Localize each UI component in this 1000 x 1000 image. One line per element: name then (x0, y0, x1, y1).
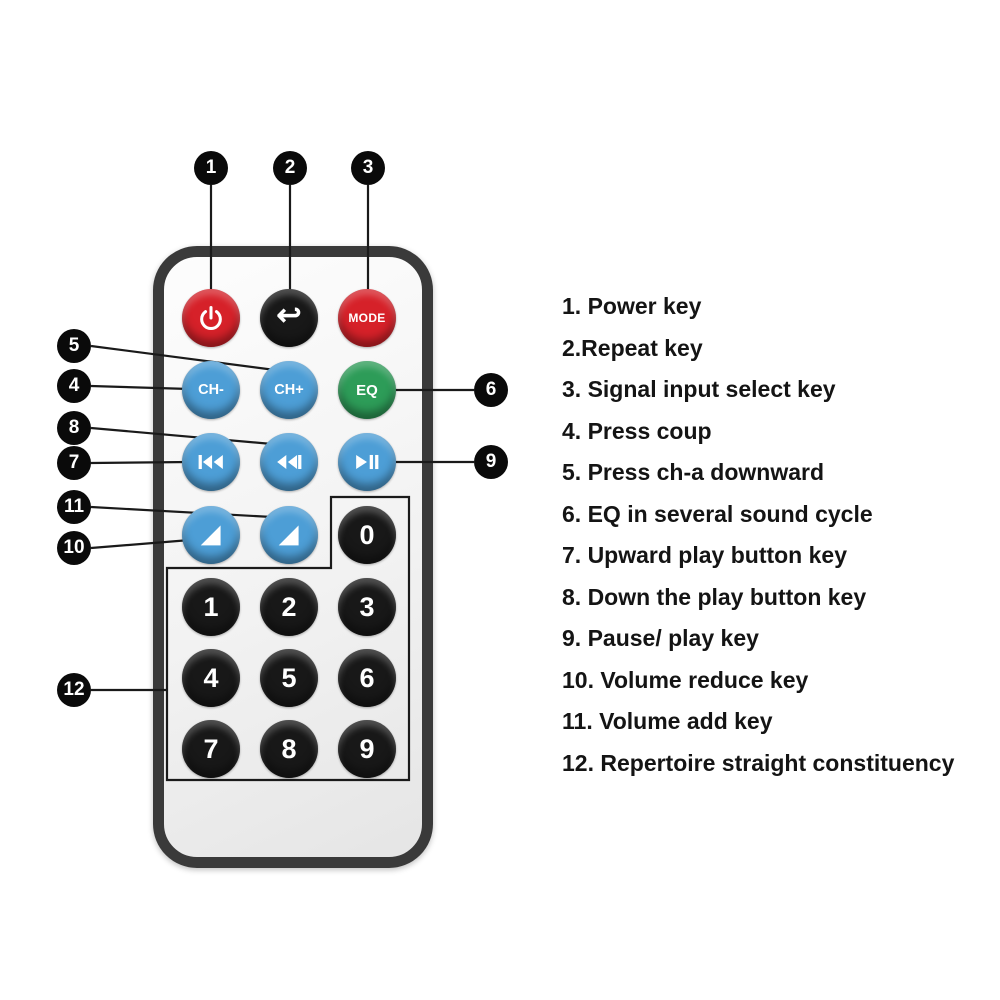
repeat-button[interactable]: ↩ (260, 289, 318, 347)
digit-1-label: 1 (203, 591, 219, 622)
digit-6-label: 6 (359, 662, 375, 693)
mode-button-label: MODE (348, 311, 386, 325)
legend-item-8: 8. Down the play button key (562, 583, 867, 610)
legend-item-7: 7. Upward play button key (562, 542, 847, 568)
channel-plus-button[interactable]: CH+ (260, 361, 318, 419)
legend-item-11: 11. Volume add key (562, 708, 773, 734)
eq-button[interactable]: EQ (338, 361, 396, 419)
digit-9-label: 9 (359, 733, 375, 764)
volume-up-icon: ◢ (279, 521, 299, 548)
callout-5: 5 (57, 329, 91, 363)
previous-track-button[interactable] (182, 433, 240, 491)
legend-item-1: 1. Power key (562, 293, 702, 319)
digit-9-button[interactable]: 9 (338, 720, 396, 778)
callout-10: 10 (57, 531, 91, 565)
digit-2-label: 2 (281, 591, 297, 622)
next-track-button[interactable] (260, 433, 318, 491)
digit-4-label: 4 (203, 662, 219, 693)
channel-plus-label: CH+ (274, 382, 304, 398)
digit-8-label: 8 (281, 733, 297, 764)
volume-down-icon: ◢ (201, 521, 221, 548)
legend-item-12: 12. Repertoire straight constituency (562, 749, 955, 776)
digit-3-button[interactable]: 3 (338, 578, 396, 636)
repeat-icon: ↩ (276, 299, 302, 332)
callout-3: 3 (351, 151, 385, 185)
digit-8-button[interactable]: 8 (260, 720, 318, 778)
mode-button[interactable]: MODE (338, 289, 396, 347)
legend-item-2: 2.Repeat key (562, 334, 703, 361)
digit-3-label: 3 (359, 591, 375, 622)
legend-item-3: 3. Signal input select key (562, 376, 836, 402)
channel-minus-button[interactable]: CH- (182, 361, 240, 419)
power-button[interactable] (182, 289, 240, 347)
digit-6-button[interactable]: 6 (338, 649, 396, 707)
next-track-icon (277, 455, 302, 469)
legend-item-4: 4. Press coup (562, 417, 712, 444)
digit-0-button[interactable]: 0 (338, 506, 396, 564)
legend: 1. Power key 2.Repeat key 3. Signal inpu… (562, 294, 954, 775)
digit-2-button[interactable]: 2 (260, 578, 318, 636)
legend-item-5: 5. Press ch-a downward (562, 459, 825, 485)
callout-4: 4 (57, 369, 91, 403)
legend-item-10: 10. Volume reduce key (562, 666, 809, 693)
callout-8: 8 (57, 411, 91, 445)
digit-0-label: 0 (359, 519, 375, 550)
digit-5-button[interactable]: 5 (260, 649, 318, 707)
power-icon (200, 305, 222, 331)
digit-7-label: 7 (203, 733, 219, 764)
callout-2: 2 (273, 151, 307, 185)
callout-7: 7 (57, 446, 91, 480)
previous-track-icon (198, 455, 223, 469)
play-pause-button[interactable] (338, 433, 396, 491)
channel-minus-label: CH- (198, 382, 224, 398)
callout-1: 1 (194, 151, 228, 185)
digit-1-button[interactable]: 1 (182, 578, 240, 636)
digit-5-label: 5 (281, 662, 297, 693)
digit-4-button[interactable]: 4 (182, 649, 240, 707)
legend-item-6: 6. EQ in several sound cycle (562, 500, 873, 527)
volume-up-button[interactable]: ◢ (260, 506, 318, 564)
callout-6: 6 (474, 373, 508, 407)
digit-7-button[interactable]: 7 (182, 720, 240, 778)
callout-12: 12 (57, 673, 91, 707)
volume-down-button[interactable]: ◢ (182, 506, 240, 564)
callout-11: 11 (57, 490, 91, 524)
play-pause-icon (356, 454, 379, 470)
callout-9: 9 (474, 445, 508, 479)
legend-item-9: 9. Pause/ play key (562, 625, 759, 651)
eq-button-label: EQ (356, 381, 378, 399)
